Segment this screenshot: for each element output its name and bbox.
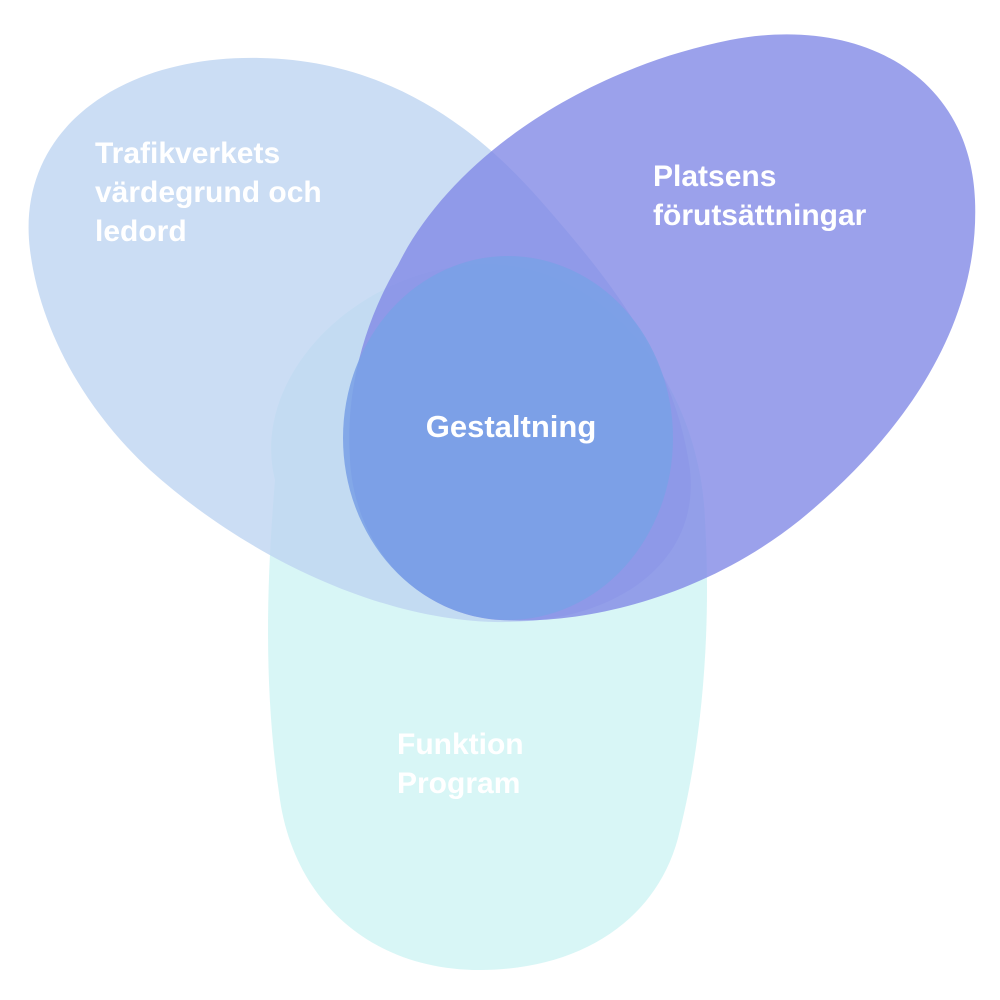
label-bottom-line-2: Program [397, 767, 520, 800]
label-left-line-2: värdegrund och [95, 176, 322, 209]
label-left: Trafikverkets värdegrund och ledord [95, 137, 330, 248]
label-right-line-2: förutsättningar [653, 199, 867, 232]
label-left-line-3: ledord [95, 215, 187, 248]
label-center: Gestaltning [426, 409, 597, 444]
label-bottom-line-1: Funktion [397, 728, 524, 761]
label-left-line-1: Trafikverkets [95, 137, 280, 170]
label-bottom: Funktion Program [397, 728, 532, 800]
label-right-line-1: Platsens [653, 160, 776, 193]
venn-center-circle [343, 256, 673, 620]
label-right: Platsens förutsättningar [653, 160, 867, 232]
